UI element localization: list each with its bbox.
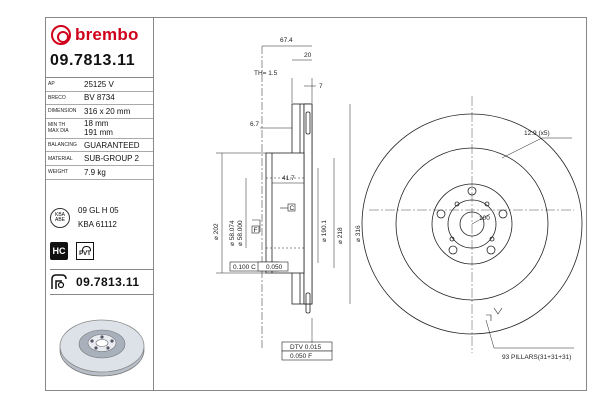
- part-number-footer: 09.7813.11: [50, 269, 154, 295]
- brembo-logo-icon: [51, 25, 71, 45]
- tolerance-runout: 0.100 C: [233, 264, 256, 271]
- kba-badge-label: KBA ABE: [54, 212, 65, 223]
- tolerance-parallel: 0.050 F: [290, 353, 312, 360]
- dim-6-7: 6.7: [250, 121, 259, 128]
- spec-row: BRECO BV 8734: [46, 92, 153, 106]
- spec-row: BALANCING GUARANTEED: [46, 139, 153, 153]
- dim-190-1: ⌀ 190.1: [321, 220, 328, 242]
- dim-7: 7: [319, 83, 323, 90]
- bolt-hole-dim: 12.9 (x5): [524, 130, 550, 137]
- hc-badge-icon: HC: [50, 242, 68, 260]
- spec-row: AP 25125 V: [46, 78, 153, 92]
- dim-316: ⌀ 316: [355, 225, 362, 242]
- feature-badges: HC PVT: [50, 242, 150, 264]
- dim-67-4: 67.4: [280, 37, 293, 44]
- kba-abe-icon: KBA ABE: [50, 208, 70, 228]
- technical-drawing: 67.4 20 TH= 1.5 7 6.7 41.7 ⌀ 202 ⌀ 58.07…: [213, 37, 583, 361]
- dim-202: ⌀ 202: [213, 223, 220, 240]
- spec-row: DIMENSION 316 x 20 mm: [46, 105, 153, 119]
- footer-part-number: 09.7813.11: [76, 275, 140, 289]
- pillars-note: 93 PILLARS(31+31+31): [502, 354, 571, 361]
- datum-f: F: [254, 227, 258, 234]
- spec-label: BRECO: [48, 94, 66, 101]
- dim-58-000: ⌀ 58.000: [237, 220, 244, 246]
- dim-58-074: ⌀ 58.074: [229, 220, 236, 246]
- certification-values: 09 GL H 05 KBA 61112: [78, 204, 119, 232]
- front-dimensions: 12.9 (x5) 100 93 PILLARS(31+31+31): [479, 130, 571, 361]
- certification: KBA ABE 09 GL H 05 KBA 61112: [50, 201, 150, 235]
- spec-label: DIMENSION: [48, 108, 77, 115]
- tolerance-dtv: DTV 0.015: [290, 344, 321, 351]
- brembo-logo: brembo: [51, 22, 151, 48]
- cert-line-2: KBA 61112: [78, 220, 117, 229]
- spec-row: WEIGHT 7.9 kg: [46, 166, 153, 180]
- spec-value: 25125 V: [84, 79, 114, 89]
- dim-41-7: 41.7: [282, 175, 295, 182]
- part-number: 09.7813.11: [50, 52, 136, 69]
- cert-line-1: 09 GL H 05: [78, 206, 119, 215]
- spec-value: BV 8734: [84, 93, 115, 103]
- spec-label: MATERIAL: [48, 155, 73, 162]
- front-view: [361, 96, 583, 353]
- spec-value: 7.9 kg: [84, 167, 106, 177]
- dim-th: TH= 1.5: [254, 70, 278, 77]
- spec-label: BALANCING: [48, 142, 77, 149]
- dim-20: 20: [304, 52, 312, 59]
- section-dimensions: 67.4 20 TH= 1.5 7 6.7 41.7 ⌀ 202 ⌀ 58.07…: [213, 37, 362, 360]
- pcd-dim: 100: [479, 215, 490, 222]
- spec-row: MATERIAL SUB-GROUP 2: [46, 152, 153, 166]
- dim-218: ⌀ 218: [337, 227, 344, 244]
- spec-value: GUARANTEED: [84, 140, 140, 150]
- brand-name: brembo: [75, 25, 139, 44]
- disc-profile-icon: [51, 274, 67, 289]
- spec-label: WEIGHT: [48, 169, 68, 176]
- spec-row: MIN TH MAX DIA 18 mm 191 mm: [46, 119, 153, 139]
- pvt-badge-icon: PVT: [76, 242, 94, 260]
- section-view: [216, 45, 351, 361]
- tolerance-flatness: 0.050: [266, 264, 283, 271]
- spec-value: SUB-GROUP 2: [84, 154, 139, 164]
- spec-value: 316 x 20 mm: [84, 106, 131, 116]
- disc-thumbnail: [59, 319, 145, 377]
- datum-c: C: [290, 205, 295, 212]
- spec-label: AP: [48, 81, 55, 88]
- spec-value: 18 mm 191 mm: [84, 119, 113, 138]
- spec-label: MIN TH MAX DIA: [48, 122, 69, 135]
